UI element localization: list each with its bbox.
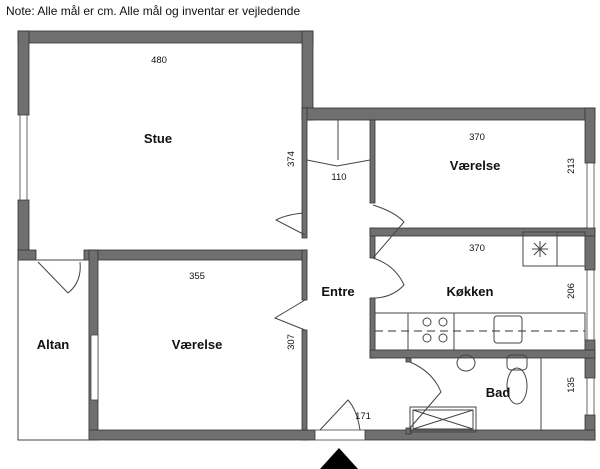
windows <box>19 114 595 441</box>
dim-vaerelse-1-width: 370 <box>469 132 485 143</box>
disclaimer-note: Note: Alle mål er cm. Alle mål og invent… <box>6 4 301 18</box>
dim-vaerelse-1-height: 213 <box>566 158 577 174</box>
walls <box>17 30 596 441</box>
room-label-koekken: Køkken <box>447 284 494 299</box>
room-label-vaerelse-1: Værelse <box>450 158 501 173</box>
washbasin-icon <box>456 354 476 372</box>
room-label-altan: Altan <box>37 337 70 352</box>
dim-vaerelse-2-height: 307 <box>286 334 297 350</box>
entrance-arrow-icon <box>320 448 358 469</box>
room-label-bad: Bad <box>486 385 511 400</box>
dim-stue-width: 480 <box>151 55 167 66</box>
dim-closet: 110 <box>331 172 346 183</box>
kitchen-counter <box>374 231 586 351</box>
toilet-icon <box>506 354 528 371</box>
room-label-entre: Entre <box>321 284 354 299</box>
dim-koekken-width: 370 <box>469 243 485 254</box>
extractor-icon <box>532 241 548 257</box>
doors <box>37 204 442 431</box>
dim-entrance: 171 <box>355 411 371 422</box>
dim-vaerelse-2-width: 355 <box>189 271 205 282</box>
dim-bad-height: 135 <box>566 377 577 393</box>
dim-stue-height: 374 <box>286 151 297 167</box>
closet <box>306 120 371 167</box>
room-label-stue: Stue <box>144 131 172 146</box>
bathroom-fixtures <box>409 354 542 433</box>
dim-koekken-height: 206 <box>566 283 577 299</box>
sink-icon <box>493 315 523 344</box>
room-label-vaerelse-2: Værelse <box>172 337 223 352</box>
altan-area <box>17 259 90 441</box>
